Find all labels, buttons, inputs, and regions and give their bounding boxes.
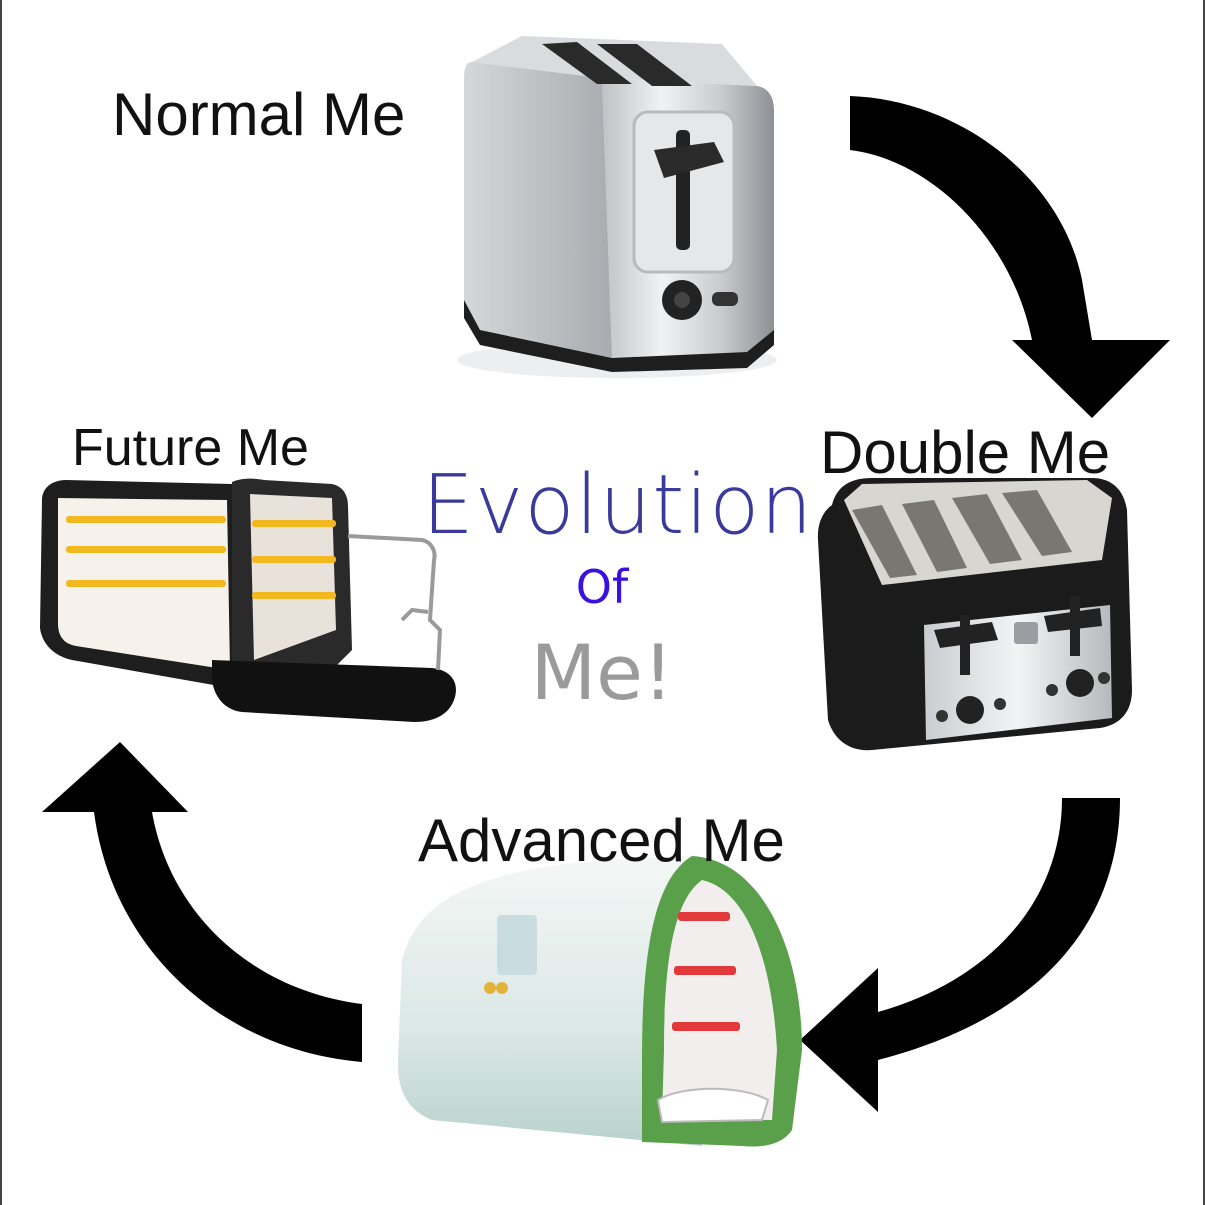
title-evolution: Evolution	[422, 458, 782, 553]
label-advanced-me: Advanced Me	[418, 806, 785, 875]
label-normal-me: Normal Me	[112, 80, 405, 149]
label-double-me: Double Me	[820, 418, 1110, 487]
title-of: Of	[562, 560, 642, 614]
label-future-me: Future Me	[72, 418, 309, 478]
title-me: Me!	[522, 628, 682, 717]
